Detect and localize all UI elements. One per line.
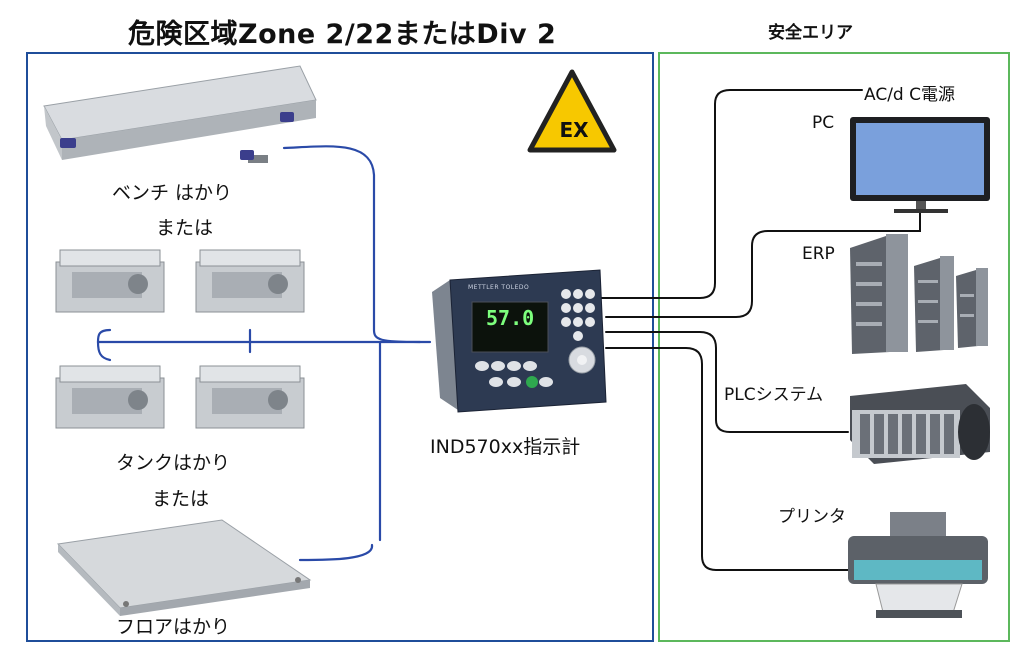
erp-label: ERP	[802, 244, 835, 264]
function-keys	[475, 361, 553, 387]
ex-sign-text: EX	[559, 118, 589, 142]
bench-scale-image	[43, 65, 317, 163]
erp-servers-image	[850, 234, 988, 354]
pc-monitor-image	[850, 117, 990, 213]
indicator-label: IND570xx指示計	[430, 436, 581, 458]
tank-scale-label: タンクはかり	[116, 452, 231, 474]
printer-label: プリンタ	[778, 507, 846, 527]
tank-load-cell-3	[55, 365, 165, 429]
safe-area-title: 安全エリア	[768, 23, 853, 43]
hazardous-area-title: 危険区域Zone 2/22またはDiv 2	[128, 19, 557, 50]
printer-image	[848, 512, 988, 618]
bench-scale-label: ベンチ はかり	[112, 182, 233, 204]
pc-label: PC	[812, 113, 835, 133]
tank-load-cell-4	[195, 365, 305, 429]
or-label-1: または	[156, 217, 214, 239]
ind570-indicator-image	[432, 269, 607, 413]
power-supply-label: AC/d C電源	[864, 85, 955, 105]
tank-load-cell-1	[55, 249, 165, 313]
floor-scale-label: フロアはかり	[116, 616, 231, 638]
plc-system-image	[850, 384, 990, 464]
floor-scale-image	[56, 519, 312, 616]
hazardous-cables	[96, 145, 432, 562]
indicator-display-value: 57.0	[486, 306, 535, 330]
safe-cables	[599, 89, 921, 571]
or-label-2: または	[152, 488, 210, 510]
tank-load-cell-2	[195, 249, 305, 313]
indicator-brand-text: METTLER TOLEDO	[468, 284, 530, 291]
plc-label: PLCシステム	[724, 385, 824, 405]
ex-hazard-sign	[527, 69, 617, 153]
keypad	[561, 289, 595, 341]
